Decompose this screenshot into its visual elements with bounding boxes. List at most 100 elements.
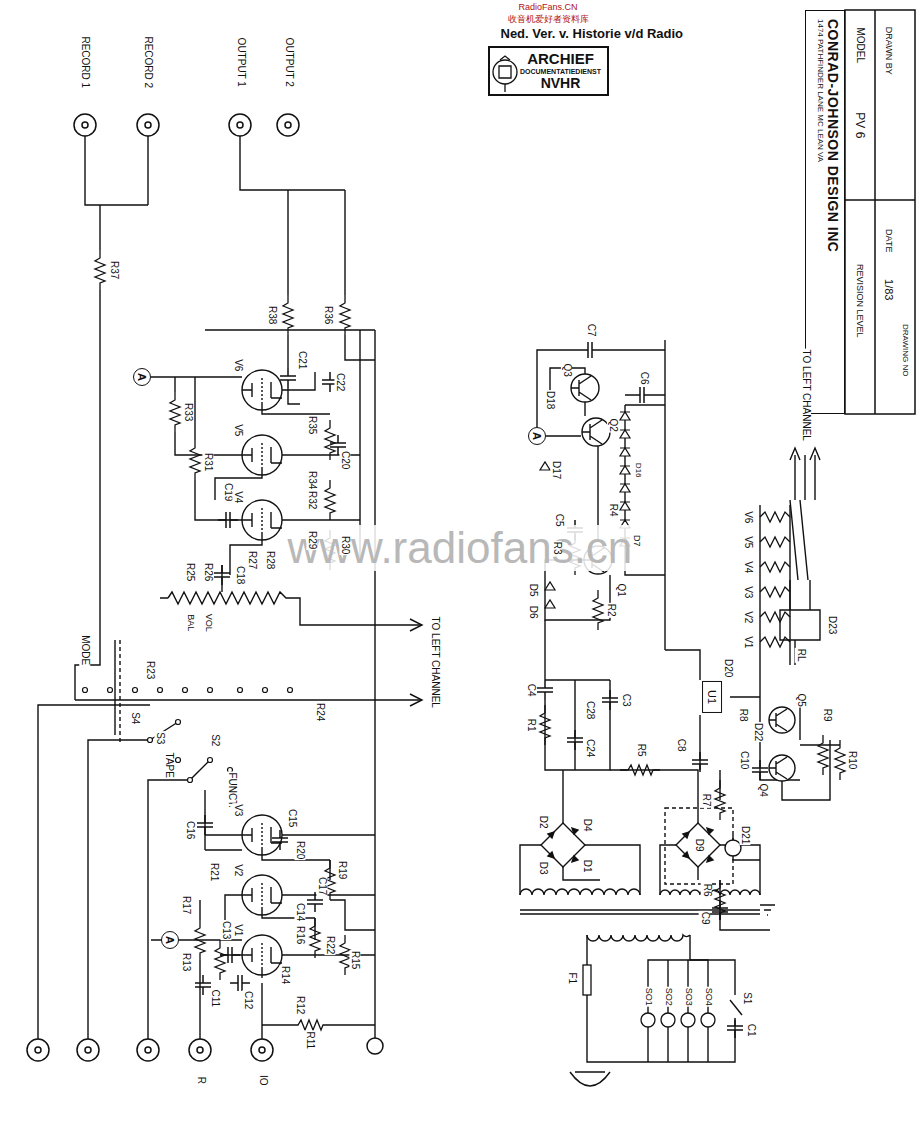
part-label: IO <box>257 1073 268 1086</box>
part-label: D18 <box>545 390 556 410</box>
part-label: TO LEFT CHANNEL <box>429 615 440 708</box>
stamp-subtitle: DOCUMENTATIEDIENST <box>520 68 601 76</box>
part-label: PV 6 <box>854 111 867 139</box>
part-label: R15 <box>350 950 361 970</box>
part-name: U1 <box>706 690 718 704</box>
part-label: R10 <box>847 750 858 770</box>
title-block: CONRAD-JOHNSON DESIGN INC1474 PATHFINDER… <box>805 10 845 414</box>
part-label: C4 <box>525 682 536 697</box>
part-label: D1 <box>581 858 592 873</box>
part-label: D23 <box>827 615 838 635</box>
tube-symbols <box>242 370 282 975</box>
part-label: Q1 <box>615 582 626 597</box>
part-label: D21 <box>740 825 751 845</box>
part-label: D5 <box>527 582 538 597</box>
capacitor-symbols <box>195 368 346 995</box>
part-label: R16 <box>295 925 306 945</box>
part-label: V5 <box>743 535 754 549</box>
part-label: R38 <box>267 305 278 325</box>
switch-contacts <box>83 688 293 783</box>
part-label: R12 <box>295 995 306 1015</box>
part-label: D22 <box>753 722 764 742</box>
part-label: R27 <box>247 550 258 570</box>
part-label: MODE <box>80 634 91 666</box>
part-label: Q5 <box>795 692 806 707</box>
part-label: V2 <box>233 863 244 877</box>
part-label: DRAWN BY <box>883 25 892 75</box>
part-label: R29 <box>307 530 318 550</box>
part-label: TAPE <box>163 751 174 778</box>
part-label: R6 <box>701 882 712 897</box>
part-label: D4 <box>581 817 592 832</box>
part-label: V6 <box>743 510 754 524</box>
part-label: R24 <box>315 702 326 722</box>
watermark: www.radiofans.cn <box>287 525 634 571</box>
part-label: C14 <box>295 902 306 922</box>
site-mark: RadioFans.CN <box>518 3 579 12</box>
part-label: C9 <box>699 910 710 925</box>
connection-letter: A <box>136 373 148 381</box>
part-label: C28 <box>585 700 596 720</box>
part-label: C17 <box>317 876 328 896</box>
part-label: C20 <box>340 450 351 470</box>
part-label: C11 <box>210 988 221 1008</box>
connection-point: A <box>133 368 151 386</box>
transistor-symbols <box>571 374 795 856</box>
part-label: D16 <box>633 462 641 479</box>
resistor-symbols <box>95 250 350 1030</box>
part-label: BAL <box>185 613 194 632</box>
part-label: R25 <box>185 562 196 582</box>
part-label: C7 <box>585 322 596 337</box>
part-label: C6 <box>638 370 649 385</box>
part-label: R22 <box>325 935 336 955</box>
power-parts <box>537 342 845 1038</box>
part-label: R4 <box>607 502 618 517</box>
part-label: C3 <box>620 692 631 707</box>
part-label: R23 <box>145 660 156 680</box>
part-label: R5 <box>635 742 646 757</box>
part-label: V1 <box>233 923 244 937</box>
part-label: V4 <box>233 490 244 504</box>
part-label: C12 <box>243 990 254 1010</box>
power-supply-wires <box>520 340 840 1086</box>
part-label: D9 <box>693 837 704 852</box>
part-label: D17 <box>551 460 562 480</box>
part-label: R21 <box>209 862 220 882</box>
part-label: OUTPUT 2 <box>283 36 294 87</box>
part-label: R33 <box>183 402 194 422</box>
part-label: C1 <box>745 1022 756 1037</box>
part-label: DATE <box>883 228 892 253</box>
archive-note: Ned. Ver. v. Historie v/d Radio <box>500 27 685 41</box>
part-label: SO3 <box>683 986 692 1006</box>
part-label: V5 <box>233 423 244 437</box>
part-label: R14 <box>280 965 291 985</box>
part-label: C21 <box>297 350 308 370</box>
part-label: R3 <box>551 540 562 555</box>
part-label: S3 <box>155 731 166 745</box>
part-label: C22 <box>335 372 346 392</box>
part-label: REVISION LEVEL <box>855 262 864 338</box>
part-label: MODEL <box>855 26 866 64</box>
part-label: R13 <box>181 952 192 972</box>
diode-stack <box>540 412 660 845</box>
part-label: RECORD 2 <box>143 35 154 89</box>
stamp-heading: ARCHIEF <box>520 51 601 68</box>
bridge-rectifiers <box>541 808 733 884</box>
part-label: R36 <box>323 305 334 325</box>
part-label: RL <box>795 647 806 662</box>
part-label: SO4 <box>703 986 712 1006</box>
part-label: R1 <box>525 717 536 732</box>
part-label: DRAWING NO <box>901 323 909 378</box>
part-label: C16 <box>185 820 196 840</box>
part-label: D3 <box>537 860 548 875</box>
part-label: VOL <box>203 612 212 632</box>
signal-wires <box>38 136 422 1039</box>
part-label: Q2 <box>607 417 618 432</box>
part-label: R19 <box>337 860 348 880</box>
jacks <box>27 114 383 1061</box>
part-label: C19 <box>223 482 234 502</box>
part-label: R31 <box>203 452 214 472</box>
part-label: C5 <box>553 512 564 527</box>
part-label: D6 <box>527 604 538 619</box>
part-label: V6 <box>233 358 244 372</box>
